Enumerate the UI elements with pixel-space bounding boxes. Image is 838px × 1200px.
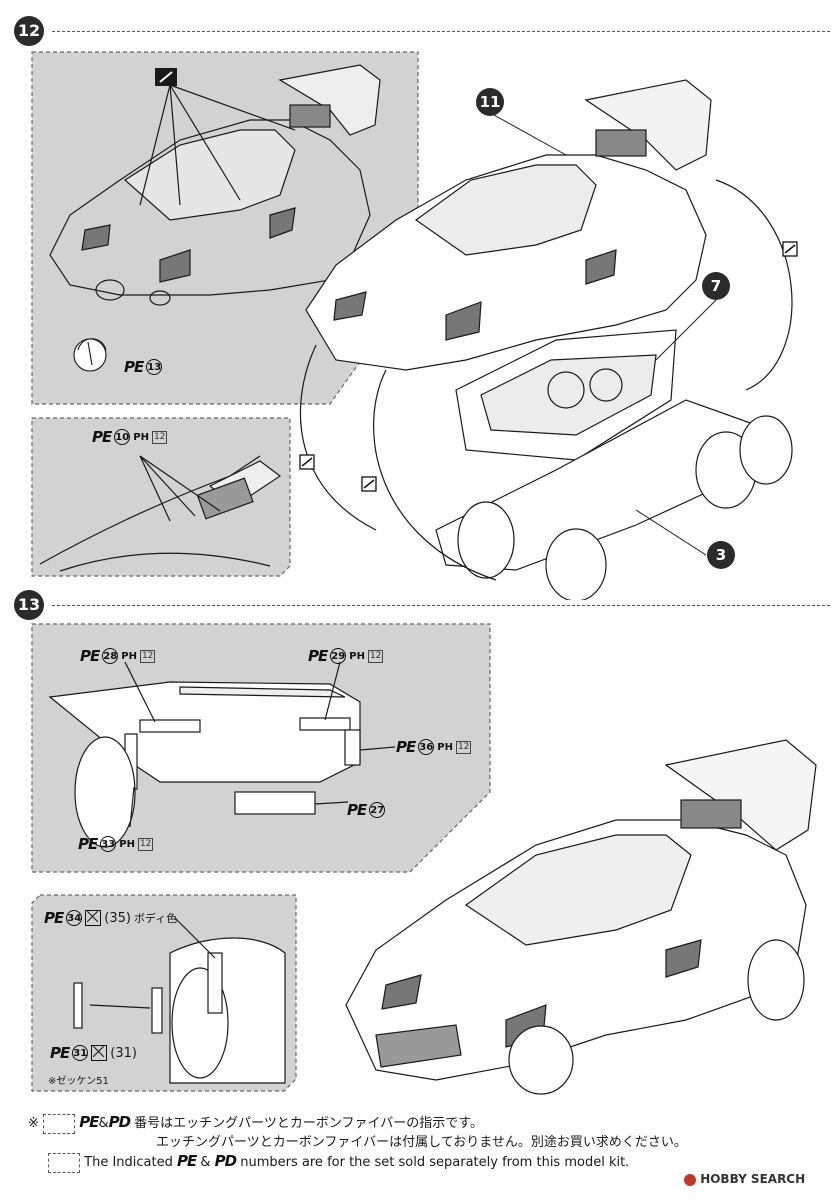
exploded-assembly-diagram [299,79,798,600]
part-number-13: 13 [146,359,163,375]
pe-27-label: PE 27 [347,801,386,819]
pe-mark: PE [396,738,416,756]
amp-mark: & [98,1116,109,1131]
pe-mark: PE [308,647,328,665]
ph-box-number: 12 [139,649,156,663]
asterisk-mark: ※ [28,1116,39,1131]
part-number-27: 27 [369,802,386,818]
ph-box-number: 12 [455,740,472,754]
part-number-10: 10 [114,429,131,445]
ph-box-number: 12 [367,649,384,663]
footer-line-3-post: numbers are for the set sold separately … [240,1155,630,1170]
step-12-divider [52,31,830,32]
pe-28-label: PE 28 PH 12 [80,647,156,665]
placeholder-box [43,1113,76,1134]
pe-mark: PE [80,647,100,665]
ph-mark: PH [437,741,453,753]
pe-mark: PE [124,358,144,376]
ph-mark: PH [133,431,149,443]
part-number-31: 31 [72,1045,89,1061]
footer-note-jp-1: ※ PE&PD 番号はエッチングパーツとカーボンファイバーの指示です。 [28,1112,483,1134]
cut-icon [85,910,102,926]
part-callout-chassis: 3 [707,541,735,569]
ph-box-number: 12 [137,837,154,851]
completed-car-illustration [345,739,817,1095]
pe-mark: PE [79,1113,99,1131]
zekken-note: ※ゼッケン51 [48,1076,109,1087]
pe-mark: PE [347,801,367,819]
step-13-divider [52,605,830,606]
pe-36-label: PE 36 PH 12 [396,738,472,756]
part-number-28: 28 [102,648,119,664]
part-callout-interior: 7 [702,272,730,300]
body-color-note: ボディ色 [133,912,178,925]
pe-mark: PE [92,428,112,446]
placeholder-box [48,1152,80,1173]
ph-mark: PH [119,838,135,850]
part-number-35: (35) [104,910,131,926]
part-callout-body: 11 [476,88,504,116]
pd-mark: PD [108,1113,131,1131]
hobby-search-logo: HOBBY SEARCH [684,1172,805,1186]
pd-mark: PD [214,1152,237,1170]
part-number-36: 36 [418,739,435,755]
step-12-badge: 12 [14,16,44,46]
footer-note-en: The Indicated PE & PD numbers are for th… [48,1152,629,1173]
footer-line-1: 番号はエッチングパーツとカーボンファイバーの指示です。 [134,1116,483,1131]
cement-icon [782,241,798,257]
glue-icon [155,68,177,86]
ph-box-number: 12 [151,430,168,444]
part-number-34: 34 [66,910,83,926]
pe-34-label: PE 34 (35) ボディ色 [44,909,177,927]
logo-text: HOBBY SEARCH [700,1172,806,1186]
pe-10-label: PE 10 PH 12 [92,428,168,446]
cut-icon [91,1045,108,1061]
logo-mark-icon [684,1173,696,1186]
footer-line-3-pre: The Indicated [84,1155,173,1170]
pe-mark: PE [44,909,64,927]
part-number-31-alt: (31) [110,1045,137,1061]
ph-mark: PH [121,650,137,662]
part-number-33: 33 [100,836,117,852]
pe-29-label: PE 29 PH 12 [308,647,384,665]
step-13-badge: 13 [14,590,44,620]
amp-mark: & [200,1155,211,1170]
detail-panel-louvers [31,417,291,577]
cement-icon [299,454,315,470]
footer-note-jp-2: エッチングパーツとカーボンファイバーは付属しておりません。別途お買い求めください… [156,1135,687,1150]
pe-mark: PE [78,835,98,853]
pe-13-label: PE 13 [124,358,163,376]
detail-panel-side [31,894,297,1092]
pe-33-label: PE 33 PH 12 [78,835,154,853]
ph-mark: PH [349,650,365,662]
cement-icon [361,476,377,492]
pe-mark: PE [50,1044,70,1062]
part-number-29: 29 [330,648,347,664]
pe-31-label: PE 31 (31) [50,1044,137,1062]
pe-mark: PE [177,1152,197,1170]
